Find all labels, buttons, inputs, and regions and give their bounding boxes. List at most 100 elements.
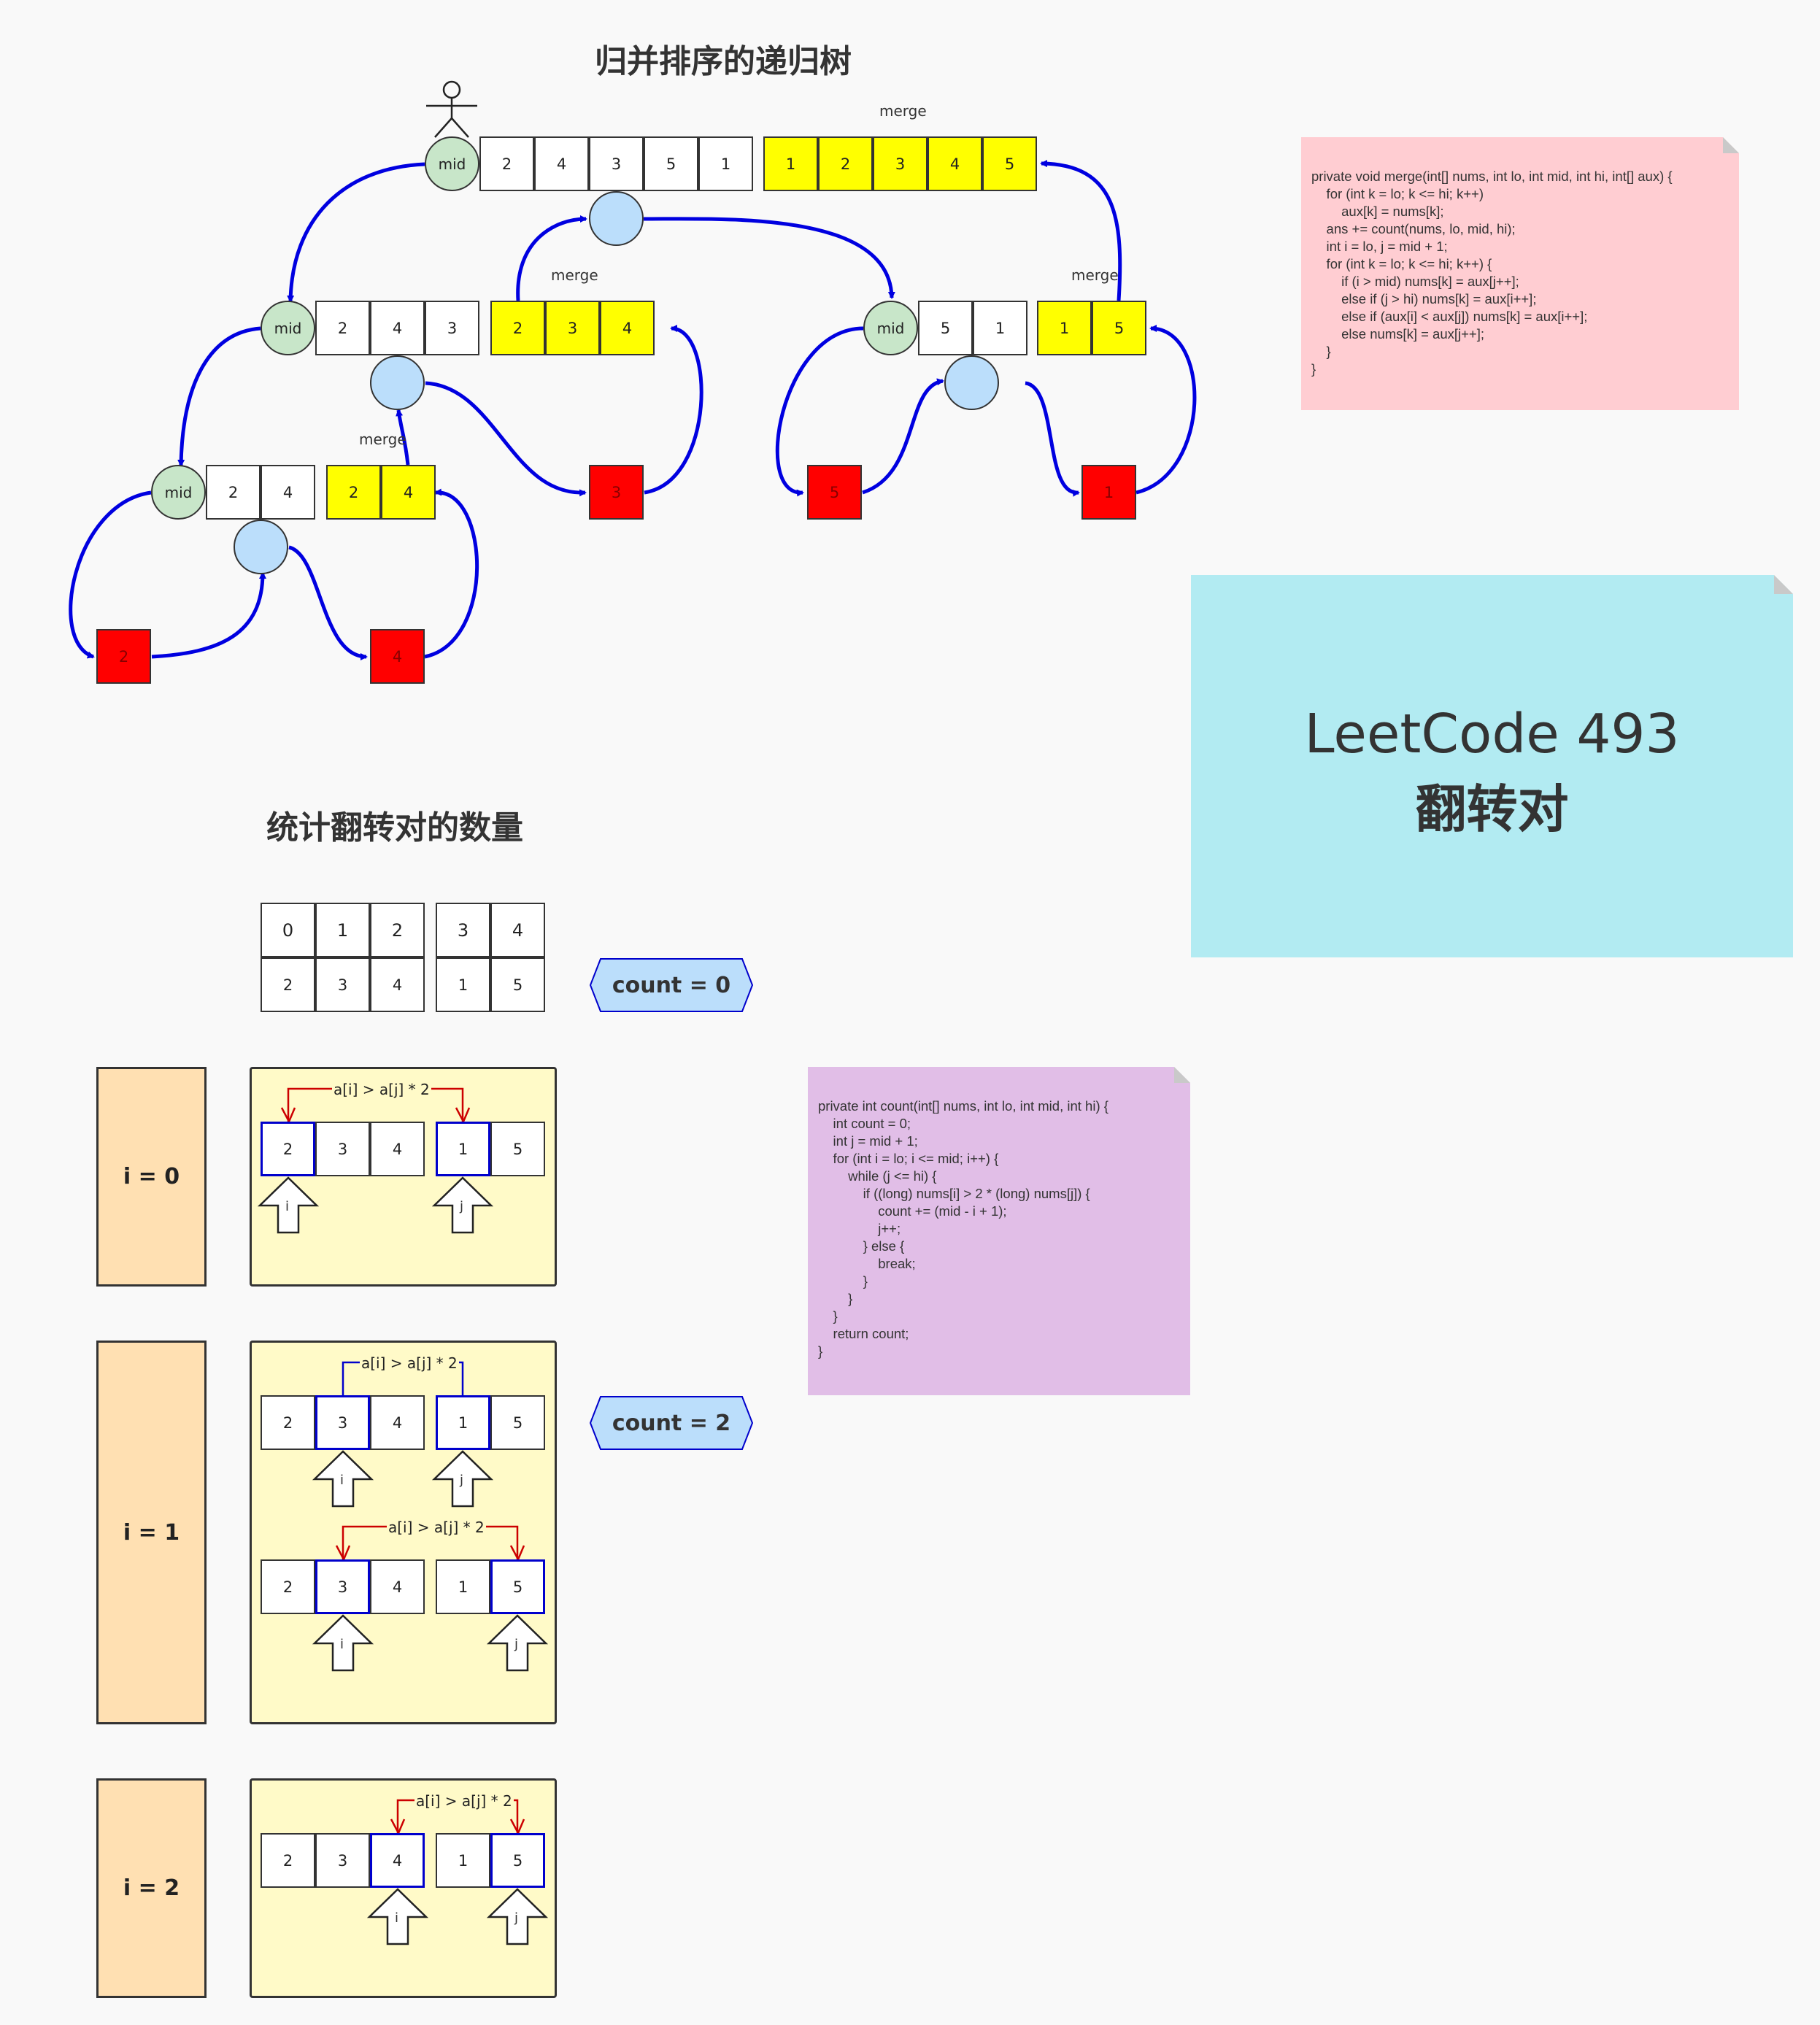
value-cell: 5 bbox=[490, 957, 545, 1012]
step-label-i0: i = 0 bbox=[96, 1067, 207, 1287]
mid-node-ll: mid bbox=[151, 465, 206, 520]
array-cell: 5 bbox=[490, 1122, 545, 1176]
array-cell: 1 bbox=[436, 1559, 490, 1614]
array-cell: 4 bbox=[370, 1122, 425, 1176]
array-cell: 3 bbox=[315, 1833, 370, 1888]
arrow-blue-to-leaf1 bbox=[1025, 381, 1080, 497]
array-cell: 5 bbox=[490, 1833, 545, 1888]
root-cell: 2 bbox=[479, 136, 534, 191]
left-cell: 3 bbox=[425, 301, 479, 355]
pointer-j-label: j bbox=[514, 1637, 519, 1652]
arrow-leaf3-to-yellow bbox=[644, 325, 703, 495]
leaf-4: 4 bbox=[370, 629, 425, 684]
banner-line2: 翻转对 bbox=[1415, 779, 1569, 839]
note-fold-icon bbox=[1174, 1067, 1190, 1083]
merge-label-left: merge bbox=[551, 266, 598, 284]
root-merged-cell: 4 bbox=[928, 136, 982, 191]
array-cell: 2 bbox=[261, 1122, 315, 1176]
arrow-llmerge-to-blue bbox=[396, 409, 410, 466]
pointer-arrow-icon bbox=[257, 1176, 320, 1234]
array-cell: 1 bbox=[436, 1122, 490, 1176]
array-cell: 3 bbox=[315, 1395, 370, 1450]
index-cell: 3 bbox=[436, 903, 490, 957]
left-merged-cell: 2 bbox=[490, 301, 545, 355]
leaf-3: 3 bbox=[589, 465, 644, 520]
root-cell: 5 bbox=[644, 136, 698, 191]
pointer-arrow-icon bbox=[366, 1888, 429, 1945]
condition-label: a[i] > a[j] * 2 bbox=[332, 1081, 431, 1098]
right-merged-cell: 5 bbox=[1092, 301, 1146, 355]
arrow-ll-to-leaf2 bbox=[69, 490, 152, 659]
mid-node-right: mid bbox=[863, 301, 918, 355]
condition-label: a[i] > a[j] * 2 bbox=[414, 1792, 514, 1810]
pointer-i-label: i bbox=[395, 1910, 399, 1926]
value-cell: 1 bbox=[436, 957, 490, 1012]
left-merged-cell: 3 bbox=[545, 301, 600, 355]
count-code-note: private int count(int[] nums, int lo, in… bbox=[808, 1067, 1190, 1395]
arrow-lmerge-to-blue bbox=[516, 215, 587, 301]
right-cell: 5 bbox=[918, 301, 973, 355]
count-title: 统计翻转对的数量 bbox=[266, 809, 523, 846]
array-cell: 3 bbox=[315, 1559, 370, 1614]
split-node-left bbox=[370, 355, 425, 410]
root-cell: 1 bbox=[698, 136, 753, 191]
root-cell: 3 bbox=[589, 136, 644, 191]
array-cell: 1 bbox=[436, 1395, 490, 1450]
array-cell: 4 bbox=[370, 1395, 425, 1450]
split-node-ll bbox=[234, 520, 288, 574]
count-badge-0: count = 0 bbox=[589, 957, 754, 1013]
array-cell: 4 bbox=[370, 1559, 425, 1614]
mid-node-left: mid bbox=[261, 301, 315, 355]
count-badge-2: count = 2 bbox=[589, 1395, 754, 1451]
pointer-arrow-icon bbox=[486, 1614, 549, 1672]
count-badge-2-text: count = 2 bbox=[612, 1410, 731, 1436]
leaf-2: 2 bbox=[96, 629, 151, 684]
pointer-i-label: i bbox=[340, 1473, 344, 1488]
index-cell: 2 bbox=[370, 903, 425, 957]
step-panel-i0 bbox=[250, 1067, 557, 1287]
step-connectors bbox=[257, 1087, 549, 1945]
index-cell: 4 bbox=[490, 903, 545, 957]
value-cell: 2 bbox=[261, 957, 315, 1012]
arrow-leaf5-to-blue bbox=[862, 378, 944, 495]
step-label-i1: i = 1 bbox=[96, 1341, 207, 1724]
pointer-j-label: j bbox=[460, 1199, 464, 1214]
ll-cell: 2 bbox=[206, 465, 261, 520]
step-panel-i2 bbox=[250, 1778, 557, 1998]
arrow-blue-to-leaf3 bbox=[425, 381, 587, 497]
person-icon bbox=[426, 80, 477, 138]
split-node-root bbox=[589, 191, 644, 246]
note-fold-icon bbox=[1723, 137, 1739, 153]
condition-label: a[i] > a[j] * 2 bbox=[387, 1519, 486, 1536]
pointer-arrow-icon bbox=[312, 1450, 374, 1508]
index-cell: 1 bbox=[315, 903, 370, 957]
merge-label-right: merge bbox=[1071, 266, 1119, 284]
root-merged-cell: 2 bbox=[818, 136, 873, 191]
count-badge-0-text: count = 0 bbox=[612, 972, 731, 998]
array-cell: 5 bbox=[490, 1559, 545, 1614]
count-code: private int count(int[] nums, int lo, in… bbox=[818, 1098, 1108, 1359]
pointer-arrow-icon bbox=[431, 1176, 494, 1234]
arrow-right-to-leaf5 bbox=[775, 326, 864, 497]
pointer-arrow-icon bbox=[431, 1450, 494, 1508]
array-cell: 4 bbox=[370, 1833, 425, 1888]
value-cell: 4 bbox=[370, 957, 425, 1012]
arrow-rmerge-to-root bbox=[1040, 160, 1122, 301]
merge-code: private void merge(int[] nums, int lo, i… bbox=[1311, 169, 1673, 377]
tree-arrows bbox=[69, 80, 1197, 660]
pointer-arrow-icon bbox=[486, 1888, 549, 1945]
leaf-1: 1 bbox=[1081, 465, 1136, 520]
arrow-left-to-ll bbox=[177, 326, 261, 467]
merge-code-note: private void merge(int[] nums, int lo, i… bbox=[1301, 137, 1739, 410]
root-merged-cell: 5 bbox=[982, 136, 1037, 191]
merge-label-root: merge bbox=[879, 102, 927, 120]
split-node-right bbox=[944, 355, 999, 410]
arrow-leaf4-to-yellow bbox=[424, 488, 479, 659]
pointer-i-label: i bbox=[340, 1637, 344, 1652]
root-merged-cell: 3 bbox=[873, 136, 928, 191]
title-banner: LeetCode 493 翻转对 bbox=[1191, 575, 1793, 957]
arrow-leaf1-to-yellow bbox=[1135, 325, 1197, 495]
arrow-blue-to-leaf4 bbox=[288, 545, 368, 660]
left-merged-cell: 4 bbox=[600, 301, 655, 355]
arrow-root-to-left bbox=[287, 162, 425, 303]
